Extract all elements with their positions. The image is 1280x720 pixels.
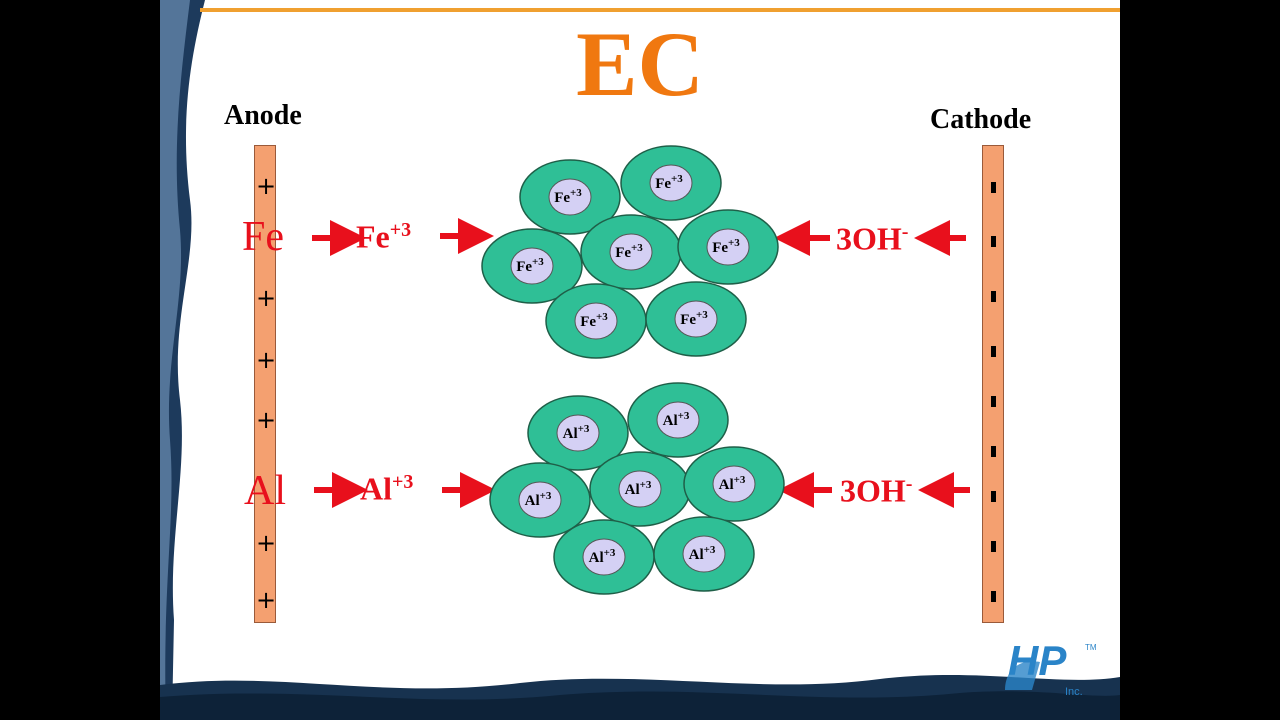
metal-ion-core [649, 164, 693, 202]
anode-plus-sign: + [255, 529, 277, 557]
cluster-ion-label: Al+3 [525, 490, 552, 509]
logo-suffix: Inc. [1065, 686, 1083, 698]
metal-ion-core [656, 401, 700, 439]
cluster-ion-label: Al+3 [563, 423, 590, 442]
cathode-minus-sign [991, 541, 996, 552]
anode-electrode: + + + + + + [254, 145, 276, 623]
metal-ion-core [712, 465, 756, 503]
anode-plus-sign: + [255, 406, 277, 434]
cluster-ion-label: Fe+3 [615, 242, 643, 261]
water-wave-decoration [160, 675, 1120, 720]
cathode-minus-sign [991, 491, 996, 502]
anode-plus-sign: + [255, 172, 277, 200]
cathode-minus-sign [991, 396, 996, 407]
anode-metal-al: Al [244, 468, 286, 514]
slide-title: EC [576, 13, 704, 115]
metal-ion-core [609, 233, 653, 271]
anode-label: Anode [224, 100, 302, 131]
metal-ion-core [574, 302, 618, 340]
hydroxide-ion-top: 3OH- [836, 220, 909, 257]
metal-ion-core [548, 178, 592, 216]
cathode-minus-sign [991, 291, 996, 302]
slide: EC Anode Cathode ++++++ Fe Al Fe+3 Al+3 … [160, 0, 1120, 720]
cluster-ion-label: Fe+3 [580, 311, 608, 330]
cluster-ion-label: Al+3 [689, 544, 716, 563]
metal-ion-core [582, 538, 626, 576]
metal-ion-core [682, 535, 726, 573]
cluster-ion-label: Fe+3 [680, 309, 708, 328]
metal-ion-core [618, 470, 662, 508]
company-logo [1005, 661, 1040, 690]
cluster-ion-label: Al+3 [589, 547, 616, 566]
anode-plus-sign: + [255, 284, 277, 312]
hydroxide-ion-bottom: 3OH- [840, 472, 913, 509]
anode-plus-sign: + [255, 346, 277, 374]
logo-trademark: TM [1085, 643, 1097, 652]
cathode-minus-sign [991, 591, 996, 602]
cathode-minus-sign [991, 236, 996, 247]
logo-text: HP [1008, 637, 1067, 684]
cluster-ion-label: Fe+3 [516, 256, 544, 275]
cathode-minus-sign [991, 446, 996, 457]
cluster-ion-label: Fe+3 [655, 173, 683, 192]
anode-plus-sign: + [255, 586, 277, 614]
cluster-ion-label: Fe+3 [712, 237, 740, 256]
metal-ion-core [518, 481, 562, 519]
cluster-ion-label: Al+3 [719, 474, 746, 493]
water-splash-decoration [160, 0, 205, 720]
anode-metal-fe: Fe [242, 214, 284, 260]
metal-ion-core [556, 414, 600, 452]
metal-ion-core [510, 247, 554, 285]
cluster-ion-label: Al+3 [663, 410, 690, 429]
cathode-minus-sign [991, 182, 996, 193]
cluster-ion-label: Al+3 [625, 479, 652, 498]
cluster-ion-label: Fe+3 [554, 187, 582, 206]
accent-line [200, 8, 1120, 12]
aluminum-ion: Al+3 [360, 470, 414, 507]
metal-ion-core [674, 300, 718, 338]
metal-ion-core [706, 228, 750, 266]
cathode-minus-sign [991, 346, 996, 357]
cathode-electrode [982, 145, 1004, 623]
cathode-label: Cathode [930, 104, 1032, 135]
